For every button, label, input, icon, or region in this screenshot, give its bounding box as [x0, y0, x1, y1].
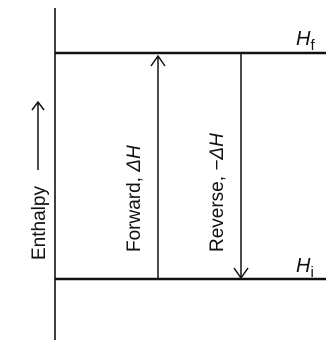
final-enthalpy-label: Hf	[296, 28, 315, 54]
axis-label: Enthalpy	[29, 186, 50, 260]
forward-arrow-label: Forward, ΔH	[124, 145, 145, 252]
reverse-arrow-label: Reverse, −ΔH	[207, 133, 228, 252]
forward-arrow-head-icon	[150, 54, 166, 67]
axis-arrow-head-icon	[31, 100, 45, 111]
initial-enthalpy-label: Hi	[296, 255, 314, 281]
reverse-arrow-head-icon	[233, 267, 249, 280]
axis-label-group: Enthalpy	[29, 100, 50, 260]
